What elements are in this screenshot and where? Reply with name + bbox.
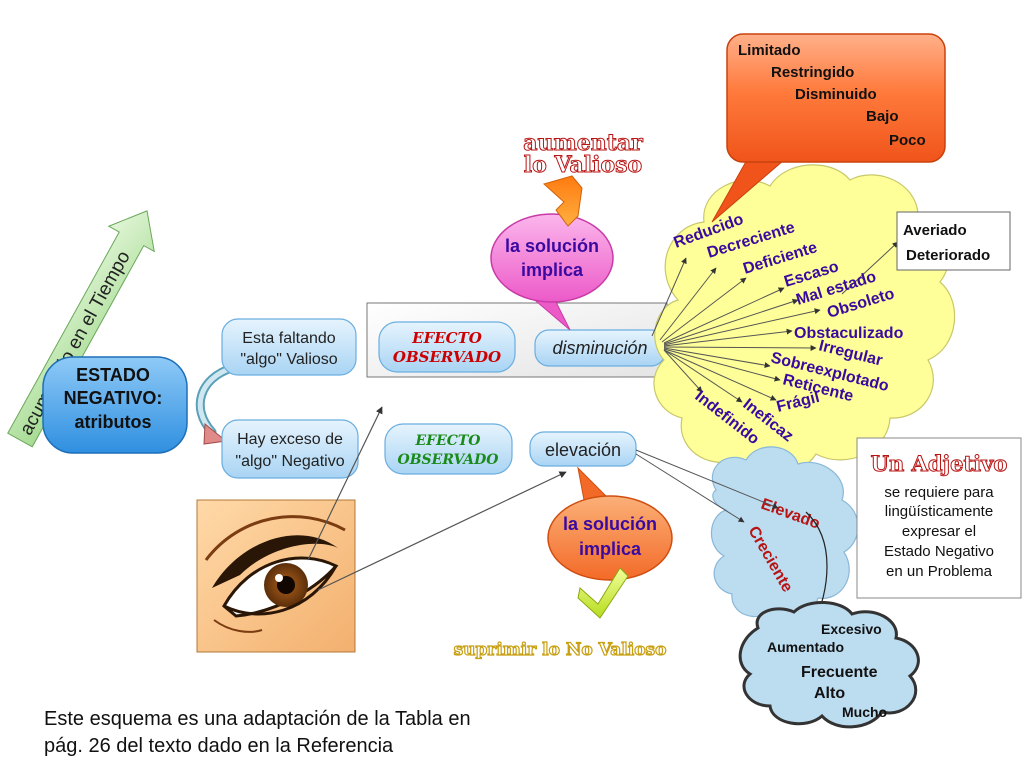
caption: Este esquema es una adaptación de la Tab… [44,706,564,760]
aumentar-line1: aumentar [523,130,643,156]
eye-picture [196,499,356,653]
exceso-line2: "algo" Negativo [235,453,344,470]
exceso-negativo-node: Hay exceso de "algo" Negativo [221,419,359,479]
aumentar-line2: lo Valioso [524,152,642,178]
yellow-cloud [653,164,956,476]
aumentar-arrow [542,175,583,227]
adjetivo-line5: en un Problema [886,563,993,580]
suprimir-arrow [577,567,629,619]
efecto-top-line1: EFECTO [411,329,482,347]
solucion-top-line2: implica [521,260,584,280]
word-mucho: Mucho [842,704,887,720]
elevacion-node: elevación [529,431,637,467]
falta-line1: Esta faltando [242,330,336,347]
averiado-box: Averiado Deteriorado [896,211,1011,271]
adjetivo-line2: lingüísticamente [885,503,993,520]
estado-line1: ESTADO [76,365,150,385]
solucion-top-line1: la solución [505,236,599,256]
averiado-line1: Averiado [903,222,967,239]
adjetivo-line1: se requiere para [884,484,994,501]
callout-word-2: Restringido [771,64,854,81]
efecto-bottom-line1: EFECTO [414,433,481,449]
word-frecuente: Frecuente [801,664,878,681]
solucion-bottom-line1: la solución [563,514,657,534]
callout-word-1: Limitado [738,42,801,59]
falta-line2: "algo" Valioso [240,351,337,368]
orange-callout: Limitado Restringido Disminuido Bajo Poc… [711,33,946,223]
averiado-line2: Deteriorado [906,247,990,264]
word-aumentado: Aumentado [767,639,844,655]
word-obstaculizado: Obstaculizado [794,325,904,342]
efecto-top-line2: OBSERVADO [393,348,501,366]
efecto-top-node [378,321,516,373]
disminucion-label: disminución [552,338,647,358]
efecto-bottom-line2: OBSERVADO [398,452,500,468]
disminucion-arrows [651,241,899,403]
efecto-frame: EFECTO OBSERVADO disminución [366,302,668,378]
estado-line2: NEGATIVO: [64,388,163,408]
callout-word-5: Poco [889,132,926,149]
estado-line3: atributos [74,412,151,432]
adjetivo-box: Un Adjetivo se requiere para lingüística… [856,437,1022,599]
suprimir-text: suprimir lo No Valioso [454,640,667,660]
caption-line1: Este esquema es una adaptación de la Tab… [44,708,471,730]
estado-negativo-node: ESTADO NEGATIVO: atributos [42,356,188,454]
word-alto: Alto [814,685,845,702]
adjetivo-title: Un Adjetivo [871,451,1008,476]
caption-line2: pág. 26 del texto dado en la Referencia [44,735,394,757]
blue-cloud: Elevado Creciente [710,446,859,620]
elevacion-label: elevación [545,440,621,460]
word-excesivo: Excesivo [821,621,882,637]
efecto-bottom-node: EFECTO OBSERVADO [384,423,513,475]
adjetivo-line3: expresar el [902,523,976,540]
solucion-bottom-bubble: la solución implica [547,466,673,581]
callout-word-3: Disminuido [795,86,877,103]
callout-word-4: Bajo [866,108,899,125]
adjetivo-line4: Estado Negativo [884,543,994,560]
solucion-bottom-line2: implica [579,539,642,559]
solucion-top-bubble: la solución implica [490,213,614,331]
falta-valioso-node: Esta faltando "algo" Valioso [221,318,357,376]
eye-arrows [307,406,567,591]
curved-connector-arrow [195,363,237,445]
exceso-line1: Hay exceso de [237,431,343,448]
aumentar-text: aumentar lo Valioso [523,130,644,179]
bottom-cloud: Excesivo Aumentado Frecuente Alto Mucho [738,600,920,729]
